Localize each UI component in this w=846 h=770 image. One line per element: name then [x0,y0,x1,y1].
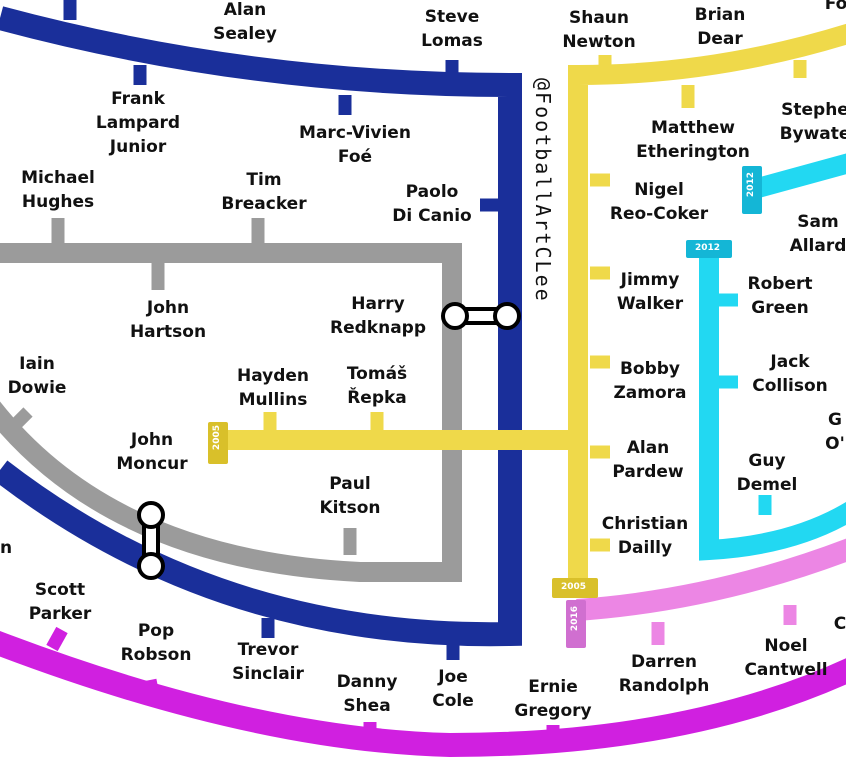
station-alan-pardew: Alan Pardew [612,438,684,482]
station-joe-cole: Joe Cole [432,667,474,711]
station-harry-redknapp: Harry Redknapp [329,294,427,338]
station-iain-dowie: Iain Dowie [7,354,67,398]
station-john-hartson: John Hartson [129,298,207,342]
cyan-line [699,250,846,561]
credit-watermark: @FootballArtCLee [531,78,555,303]
station-hayden-mullins: Hayden Mullins [236,366,310,410]
station-darren-randolph: Darren Randolph [618,652,710,696]
station-pop-robson: Pop Robson [120,621,192,665]
station-stephen-bywater: Stephe Bywate [779,100,846,144]
grey-line [0,243,462,582]
station-christian-dailly: Christian Dailly [601,514,689,558]
station-tomas-repka: Tomáš Řepka [346,364,408,408]
station-partial-c: C [833,614,846,634]
badge-2005-horizontal: 2005 [561,582,587,592]
badge-2016-vertical: 2016 [570,606,580,632]
badge-2016-vertical-bg [566,600,586,648]
station-alan-sealey: Alan Sealey [213,0,277,44]
station-partial-fo: Fo [824,0,846,14]
badge-2012-vertical-bg [742,166,762,214]
station-john-moncur: John Moncur [116,430,188,474]
pink-line [576,538,846,621]
station-partial-n: n [0,538,13,558]
station-robert-green: Robert Green [747,274,813,318]
station-partial-g: G O' [825,410,845,454]
interchange-moncur [137,501,165,580]
badge-2005-vertical-bg [208,422,228,464]
station-tick [7,407,33,433]
station-trevor-sinclair: Trevor Sinclair [232,640,304,684]
station-matthew-etherington: Matthew Etherington [636,118,750,162]
station-steve-lomas: Steve Lomas [421,7,483,51]
badge-2012-horizontal: 2012 [695,243,721,253]
cyan-line-branch [755,153,846,198]
station-shaun-newton: Shaun Newton [562,8,636,52]
station-noel-cantwell: Noel Cantwell [744,636,828,680]
station-tim-breacker: Tim Breacker [221,170,307,214]
station-frank-lampard-junior: Frank Lampard Junior [95,89,181,157]
station-ernie-gregory: Ernie Gregory [514,677,592,721]
station-tick [46,626,68,652]
station-jack-collison: Jack Collison [752,352,828,396]
magenta-line [0,630,846,758]
station-nigel-reo-coker: Nigel Reo-Coker [609,180,709,224]
interchange-redknapp [441,302,521,330]
station-brian-dear: Brian Dear [694,5,746,49]
station-paul-kitson: Paul Kitson [319,474,381,518]
station-bobby-zamora: Bobby Zamora [613,359,687,403]
station-tick [143,678,161,702]
station-sam-allardyce: Sam Allard [789,212,846,256]
badge-2012-horizontal-bg [686,240,732,258]
station-michael-hughes: Michael Hughes [21,168,95,212]
station-scott-parker: Scott Parker [28,580,92,624]
badge-2005-vertical: 2005 [212,425,222,451]
station-ticks [7,0,807,745]
station-jimmy-walker: Jimmy Walker [616,270,684,314]
badge-2012-vertical: 2012 [746,172,756,198]
navy-line [0,6,522,647]
station-paolo-di-canio: Paolo Di Canio [392,182,472,226]
station-guy-demel: Guy Demel [736,451,798,495]
badge-2005-horizontal-bg [552,578,598,598]
yellow-line-main [568,23,846,590]
station-marc-vivien-foe: Marc-Vivien Foé [299,123,411,167]
station-danny-shea: Danny Shea [336,672,398,716]
